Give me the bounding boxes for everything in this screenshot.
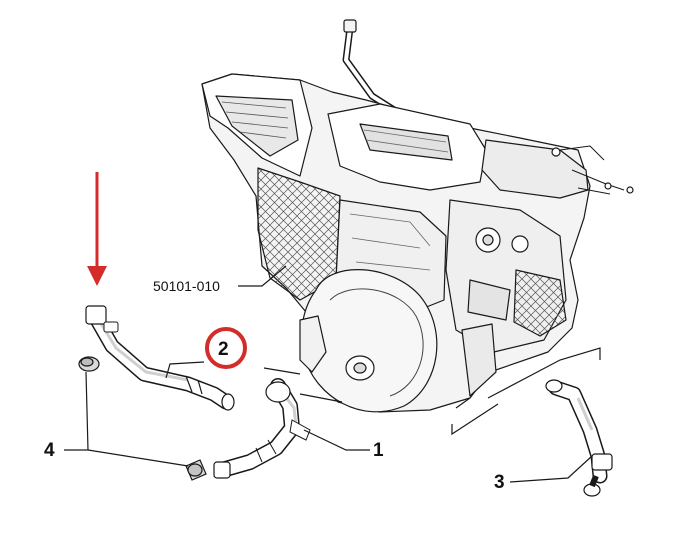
part-code-label: 50101-010 xyxy=(153,278,220,294)
cooling-fins xyxy=(513,269,567,337)
leader-part-code xyxy=(238,265,287,287)
leader-2 xyxy=(165,361,205,379)
callout-3: 3 xyxy=(494,472,505,493)
leader-4b xyxy=(87,449,189,467)
leader-3 xyxy=(509,455,593,483)
connector-block xyxy=(481,139,589,199)
callout-highlight-ring xyxy=(205,327,247,369)
leader-lines xyxy=(64,265,593,483)
hose-part-2[interactable] xyxy=(85,305,235,411)
hose-part-3[interactable] xyxy=(545,379,613,497)
clamp-part-4[interactable] xyxy=(78,356,207,481)
leader-4a xyxy=(64,371,89,451)
hose-clip xyxy=(85,305,107,325)
leader-1 xyxy=(303,429,370,451)
callout-4: 4 xyxy=(44,440,55,461)
base-reference-lines xyxy=(263,347,601,436)
down-arrow-icon xyxy=(87,172,107,286)
pipe-cap xyxy=(343,19,357,33)
callout-1: 1 xyxy=(373,440,384,461)
hose-part-1[interactable] xyxy=(213,378,311,479)
hvac-assembly xyxy=(201,19,634,413)
hose-end xyxy=(221,393,235,411)
callout-2: 2 xyxy=(218,339,229,360)
